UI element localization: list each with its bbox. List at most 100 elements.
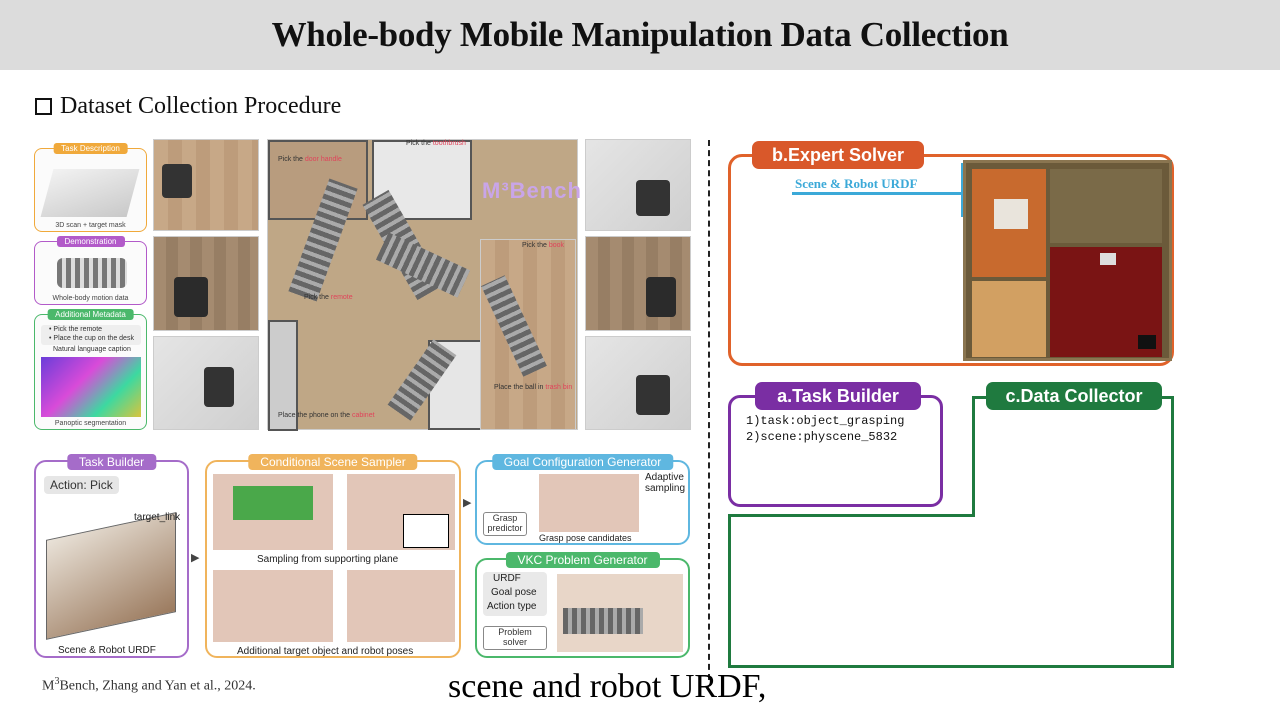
robot-thumbnail <box>636 375 670 415</box>
robot-thumbnail <box>162 164 192 198</box>
robot-thumbnail <box>646 277 676 317</box>
scene-thumbnail-1 <box>153 139 259 231</box>
scene-thumbnail-2 <box>153 236 259 331</box>
pipeline-task-builder-caption: Scene & Robot URDF <box>58 645 156 656</box>
segmentation-thumbnail <box>41 357 141 417</box>
pipeline-vkc-generator-tag: VKC Problem Generator <box>505 552 660 568</box>
scene-floorplan <box>963 160 1172 361</box>
arrow-right-icon: ▶ <box>191 552 200 564</box>
scene-urdf-pointer-vertical <box>961 163 964 217</box>
problem-solver-box: Problem solver <box>483 626 547 650</box>
metadata-tag: Additional Metadata <box>47 309 134 320</box>
task-description-tag: Task Description <box>53 143 128 154</box>
pipeline-task-builder: Task Builder Action: Pick target_link Sc… <box>34 454 189 658</box>
scene-urdf-label: Scene & Robot URDF <box>795 176 918 191</box>
3d-scan-thumbnail <box>40 169 140 217</box>
action-pick-label: Action: Pick <box>44 476 119 494</box>
pipeline-scene-sampler-caption: Additional target object and robot poses <box>237 646 414 657</box>
robot-marker-icon <box>1100 253 1116 265</box>
bed-icon <box>994 199 1028 229</box>
demonstration-tag: Demonstration <box>56 236 125 247</box>
task-line: 1)task:object_grasping <box>746 414 905 428</box>
pipeline-vkc-generator: VKC Problem Generator URDF Goal pose Act… <box>475 552 690 658</box>
slide-header: Whole-body Mobile Manipulation Data Coll… <box>0 0 1280 70</box>
data-collector-frame <box>728 514 975 517</box>
label-door-handle: Pick the door handle <box>278 156 342 163</box>
scene-thumbnail-4 <box>585 139 691 231</box>
square-bullet-icon <box>35 98 52 115</box>
pipeline-task-builder-tag: Task Builder <box>66 454 157 470</box>
video-subtitle: scene and robot URDF, <box>448 668 767 705</box>
pipeline-scene-sampler-tag: Conditional Scene Sampler <box>248 454 418 470</box>
scene-thumbnail-3 <box>153 336 259 430</box>
table-scene-3 <box>213 570 333 642</box>
robot-thumbnail <box>204 367 234 407</box>
adaptive-sampling-label: Adaptive sampling <box>645 472 686 494</box>
m3bench-logo: M³Bench <box>482 178 582 203</box>
vkc-input-action-type: Action type <box>487 601 537 612</box>
procedure-figure: Task Description 3D scan + target mask D… <box>30 136 695 661</box>
label-trash-bin: Place the ball in trash bin <box>494 384 573 391</box>
map-room <box>372 140 472 220</box>
scene-thumbnail-5 <box>585 236 691 331</box>
metadata-caption: Panoptic segmentation <box>54 420 127 427</box>
scene-line: 2)scene:physcene_5832 <box>746 430 898 444</box>
natural-language-caption: Natural language caption <box>53 346 131 353</box>
task-builder-label: a.Task Builder <box>755 382 921 410</box>
floorplan-room <box>1050 169 1162 243</box>
arrow-right-icon: ▶ <box>463 497 472 509</box>
robot-trajectory <box>481 275 547 377</box>
vkc-inputs-box: URDF Goal pose Action type <box>483 572 547 616</box>
trash-bin-icon <box>1138 335 1156 349</box>
slide-title: Whole-body Mobile Manipulation Data Coll… <box>271 15 1009 54</box>
floorplan-room <box>972 281 1046 357</box>
target-link-label: target_link <box>134 512 181 523</box>
sampling-caption: Sampling from supporting plane <box>257 554 399 565</box>
section-title-text: Dataset Collection Procedure <box>60 93 342 119</box>
robot-trajectory <box>563 608 643 634</box>
vkc-input-urdf: URDF <box>493 573 521 584</box>
book-trashbin-scene <box>480 239 576 430</box>
expert-solver-label: b.Expert Solver <box>752 141 924 169</box>
grasp-candidates-caption: Grasp pose candidates <box>539 533 632 543</box>
pipeline-scene-sampler: Conditional Scene Sampler Sampling from … <box>205 454 461 658</box>
data-collector-label: c.Data Collector <box>986 382 1162 410</box>
section-heading: Dataset Collection Procedure <box>35 93 341 120</box>
demonstration-caption: Whole-body motion data <box>52 295 129 302</box>
table-scene-4 <box>347 570 455 642</box>
task-description-caption: 3D scan + target mask <box>55 222 126 229</box>
grasp-scene <box>539 474 639 532</box>
map-room <box>268 320 298 431</box>
task-builder-frame <box>728 395 943 507</box>
motion-thumbnail <box>57 258 127 288</box>
scene-thumbnail-6 <box>585 336 691 430</box>
scene-model-thumbnail <box>46 512 176 640</box>
demonstration-panel: Demonstration Whole-body motion data <box>34 236 147 305</box>
label-remote: Pick the remote <box>304 294 353 301</box>
data-collector-frame <box>728 514 731 668</box>
caption-item-2: • Place the cup on the desk <box>49 335 134 342</box>
data-collector-frame <box>1171 396 1174 668</box>
grasp-predictor-box: Grasp predictor <box>483 512 527 536</box>
data-collector-frame <box>972 396 975 517</box>
occupancy-map <box>403 514 449 548</box>
vkc-input-goal-pose: Goal pose <box>491 587 537 598</box>
vkc-solution-scene <box>557 574 683 652</box>
expert-solver-frame <box>728 154 1174 366</box>
task-description-panel: Task Description 3D scan + target mask <box>34 143 147 232</box>
caption-box: • Pick the remote • Place the cup on the… <box>41 325 141 345</box>
pipeline-goal-generator-tag: Goal Configuration Generator <box>491 454 674 470</box>
robot-thumbnail <box>174 277 208 317</box>
metadata-panel: Additional Metadata • Pick the remote • … <box>34 309 147 430</box>
supporting-plane <box>233 486 313 520</box>
pipeline-goal-generator: Goal Configuration Generator Grasp predi… <box>475 454 690 545</box>
label-toothbrush: Pick the toothbrush <box>406 140 466 147</box>
label-book: Pick the book <box>522 242 565 249</box>
vertical-divider <box>708 140 710 680</box>
scene-urdf-pointer <box>792 192 962 195</box>
table-scene-1 <box>213 474 333 550</box>
citation: M3Bench, Zhang and Yan et al., 2024. <box>42 676 256 694</box>
label-cabinet: Place the phone on the cabinet <box>278 412 375 419</box>
caption-item-1: • Pick the remote <box>49 326 103 333</box>
data-collector-frame <box>728 665 1174 668</box>
